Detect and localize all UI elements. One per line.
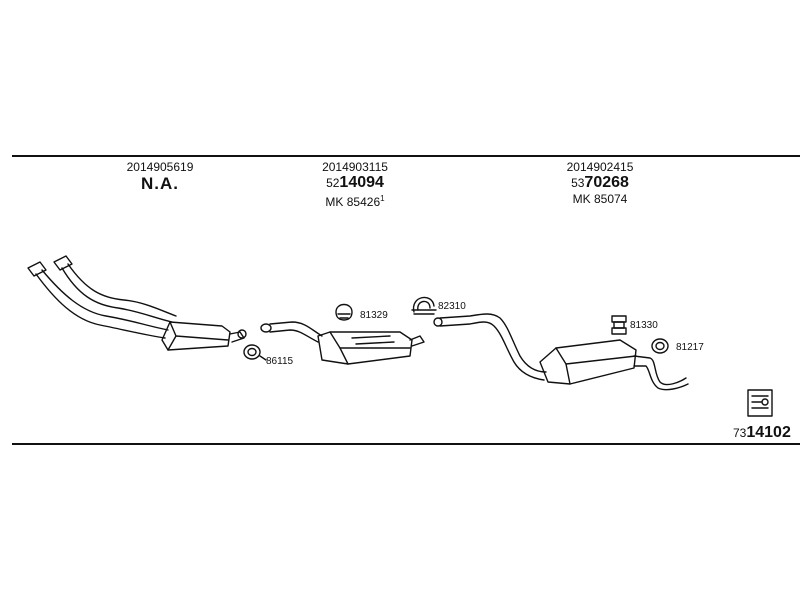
part-number: 5370268 (571, 174, 629, 191)
callout-clamp-81329: 81329 (360, 310, 388, 321)
catalog-reference-icon (747, 389, 773, 417)
bottom-divider (12, 443, 800, 445)
column-header-rear-silencer: 2014902415 5370268 MK 85074 (545, 160, 655, 206)
part-code: 2014903115 (322, 160, 388, 174)
column-header-middle-silencer: 2014903115 5214094 MK 854261 (300, 160, 410, 209)
diagram-reference-number: 7314102 (733, 424, 791, 441)
clamp-82310 (411, 296, 437, 315)
callout-ring-86115: 86115 (266, 356, 294, 367)
mk-number: MK 854261 (325, 194, 385, 209)
front-catalyst (161, 321, 247, 351)
rear-silencer (433, 313, 689, 391)
part-availability: N.A. (141, 174, 179, 193)
clamp-81329 (335, 303, 353, 321)
callout-mount-81330: 81330 (630, 320, 658, 331)
sealing-ring-81217 (651, 338, 669, 354)
callout-ring-81217: 81217 (676, 342, 704, 353)
mk-number: MK 85074 (572, 192, 628, 206)
part-code: 2014905619 (126, 160, 194, 174)
part-number: 5214094 (326, 174, 384, 191)
sealing-ring-86115 (243, 344, 261, 360)
middle-silencer (260, 321, 425, 365)
front-downpipe (27, 255, 177, 339)
callout-clamp-82310: 82310 (438, 301, 466, 312)
part-code: 2014902415 (566, 160, 634, 174)
column-header-front-pipe: 2014905619 N.A. (110, 160, 210, 193)
top-divider (12, 155, 800, 157)
rubber-mount-81330 (611, 315, 627, 335)
